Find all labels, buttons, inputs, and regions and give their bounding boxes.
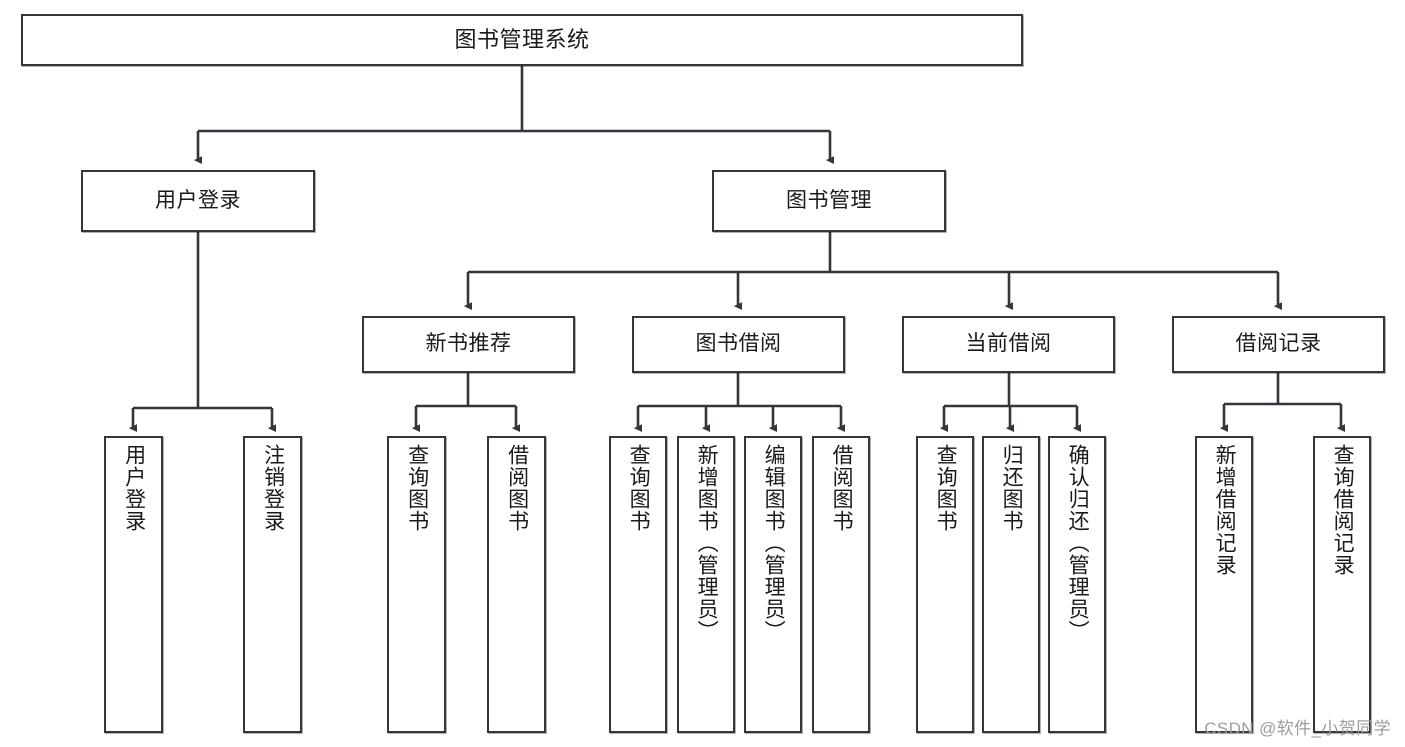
leaf-borrow-book-1-label: 借阅图书	[505, 444, 529, 532]
leaf-return-book[interactable]: 归还图书	[982, 436, 1040, 733]
leaf-query-record-label: 查询借阅记录	[1331, 444, 1355, 576]
leaf-edit-book[interactable]: 编辑图书（管理员）	[744, 436, 802, 733]
node-user-login[interactable]: 用户登录	[81, 170, 315, 232]
leaf-add-book[interactable]: 新增图书（管理员）	[677, 436, 735, 733]
leaf-add-book-label: 新增图书（管理员）	[695, 444, 719, 642]
leaf-user-login-label: 用户登录	[122, 444, 146, 532]
node-book-manage[interactable]: 图书管理	[712, 170, 946, 232]
leaf-add-record-label: 新增借阅记录	[1213, 444, 1237, 576]
leaf-user-logout[interactable]: 注销登录	[243, 436, 302, 733]
leaf-add-record[interactable]: 新增借阅记录	[1195, 436, 1253, 733]
leaf-query-book-3[interactable]: 查询图书	[916, 436, 974, 733]
node-borrow-record-label: 借阅记录	[1235, 332, 1322, 356]
node-user-login-label: 用户登录	[155, 188, 241, 212]
leaf-borrow-book-2[interactable]: 借阅图书	[812, 436, 870, 733]
leaf-query-book-1[interactable]: 查询图书	[387, 436, 446, 733]
node-borrow-record[interactable]: 借阅记录	[1172, 316, 1385, 373]
node-root-label: 图书管理系统	[454, 27, 590, 53]
leaf-query-book-1-label: 查询图书	[405, 444, 429, 532]
leaf-user-login[interactable]: 用户登录	[104, 436, 163, 733]
leaf-confirm-return-label: 确认归还（管理员）	[1066, 444, 1090, 642]
node-new-book-rec[interactable]: 新书推荐	[362, 316, 575, 373]
leaf-user-logout-label: 注销登录	[261, 444, 285, 532]
leaf-return-book-label: 归还图书	[1000, 444, 1024, 532]
node-book-borrow[interactable]: 图书借阅	[632, 316, 845, 373]
node-new-book-rec-label: 新书推荐	[425, 332, 512, 356]
node-book-borrow-label: 图书借阅	[695, 332, 782, 356]
watermark: CSDN @软件_小贺同学	[1204, 719, 1391, 738]
node-book-manage-label: 图书管理	[786, 188, 872, 212]
node-current-borrow-label: 当前借阅	[965, 332, 1052, 356]
leaf-query-book-2[interactable]: 查询图书	[609, 436, 667, 733]
leaf-borrow-book-2-label: 借阅图书	[830, 444, 854, 532]
leaf-borrow-book-1[interactable]: 借阅图书	[487, 436, 546, 733]
node-current-borrow[interactable]: 当前借阅	[902, 316, 1115, 373]
leaf-query-book-3-label: 查询图书	[934, 444, 958, 532]
leaf-query-book-2-label: 查询图书	[627, 444, 651, 532]
leaf-confirm-return[interactable]: 确认归还（管理员）	[1048, 436, 1106, 733]
leaf-query-record[interactable]: 查询借阅记录	[1313, 436, 1371, 733]
node-root[interactable]: 图书管理系统	[21, 14, 1023, 66]
leaf-edit-book-label: 编辑图书（管理员）	[762, 444, 786, 642]
